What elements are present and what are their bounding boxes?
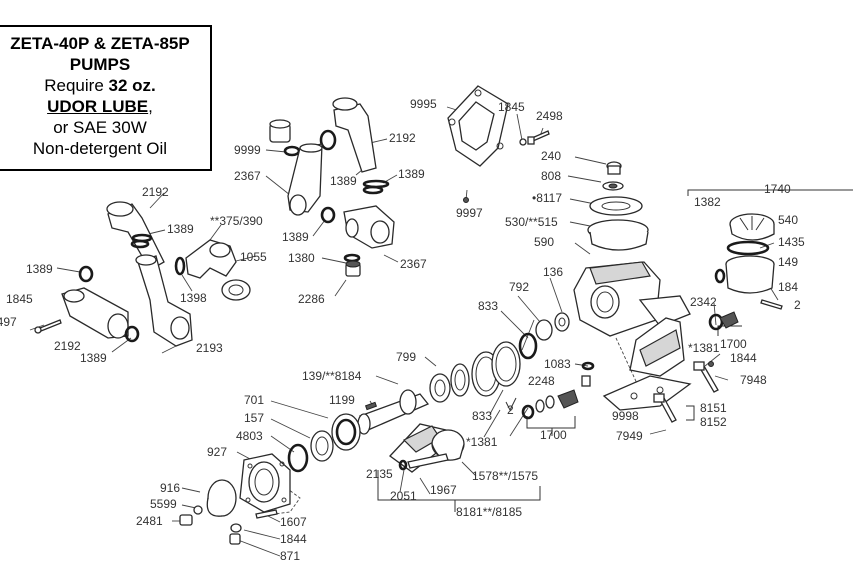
label-240: 240 — [541, 149, 561, 163]
label-2367: 2367 — [234, 169, 261, 183]
label-157: 157 — [244, 411, 264, 425]
left-manifold-parts — [34, 201, 251, 347]
label-8151: 8151 — [700, 401, 727, 415]
label-1844: 1844 — [730, 351, 757, 365]
label-1389: 1389 — [282, 230, 309, 244]
label-2: 2 — [507, 403, 514, 417]
label-1398: 1398 — [180, 291, 207, 305]
label-9999: 9999 — [234, 143, 261, 157]
label-2367: 2367 — [400, 257, 427, 271]
pressure-regulator-assembly — [714, 213, 783, 310]
note-require-text: Require — [44, 76, 109, 95]
label-2342: 2342 — [690, 295, 717, 309]
label-2498: 2498 — [536, 109, 563, 123]
label-9995: 9995 — [410, 97, 437, 111]
label-833: 833 — [478, 299, 498, 313]
label-2: 2 — [794, 298, 801, 312]
label-2286: 2286 — [298, 292, 325, 306]
label-2051: 2051 — [390, 489, 417, 503]
note-lube-line: UDOR LUBE, — [0, 96, 210, 117]
label-8152: 8152 — [700, 415, 727, 429]
label-2135: 2135 — [366, 467, 393, 481]
note-quantity: 32 oz. — [108, 76, 156, 95]
label-9997: 9997 — [456, 206, 483, 220]
label-184: 184 — [778, 280, 798, 294]
label-2192: 2192 — [389, 131, 416, 145]
lubrication-note-box: ZETA-40P & ZETA-85P PUMPS Require 32 oz.… — [0, 25, 212, 171]
label-2193: 2193 — [196, 341, 223, 355]
label-1845: 1845 — [6, 292, 33, 306]
label-139-8184: 139/**8184 — [302, 369, 362, 383]
triangle-cover-plate — [447, 85, 509, 167]
label-149: 149 — [778, 255, 798, 269]
label-1578-1575: 1578**/1575 — [472, 469, 538, 483]
label-1083: 1083 — [544, 357, 571, 371]
label-8117: •8117 — [532, 191, 562, 205]
label-1700: 1700 — [540, 428, 567, 442]
label-1055: 1055 — [240, 250, 267, 264]
note-require-line: Require 32 oz. — [0, 75, 210, 96]
label-5599: 5599 — [150, 497, 177, 511]
note-lube-name: UDOR LUBE — [47, 97, 149, 116]
label-1389: 1389 — [26, 262, 53, 276]
label-799: 799 — [396, 350, 416, 364]
label-1607: 1607 — [280, 515, 307, 529]
label-530-515: 530/**515 — [505, 215, 558, 229]
label-701: 701 — [244, 393, 264, 407]
label-7949: 7949 — [616, 429, 643, 443]
label-1382: 1382 — [694, 195, 721, 209]
part-number-labels: 9995 1845 2498 9999 2192 240 2367 1389 1… — [0, 97, 805, 563]
label-792: 792 — [509, 280, 529, 294]
pump-housing — [518, 161, 739, 423]
label-1381: *1381 — [466, 435, 498, 449]
crankshaft-assembly — [179, 341, 521, 545]
note-title-line: ZETA-40P & ZETA-85P — [10, 34, 190, 53]
label-1845: 1845 — [498, 100, 525, 114]
label-1740: 1740 — [764, 182, 791, 196]
label-1389: 1389 — [167, 222, 194, 236]
upper-manifold-parts — [269, 97, 395, 277]
label-540: 540 — [778, 213, 798, 227]
label-927: 927 — [207, 445, 227, 459]
label-1199: 1199 — [329, 393, 355, 407]
label-833: 833 — [472, 409, 492, 423]
note-pumps-line: PUMPS — [69, 55, 131, 74]
label-1381: *1381 — [688, 341, 720, 355]
label-136: 136 — [543, 265, 563, 279]
label-590: 590 — [534, 235, 554, 249]
label-7948: 7948 — [740, 373, 767, 387]
top-bolts — [463, 130, 550, 203]
label-9998: 9998 — [612, 409, 639, 423]
label-375-390: **375/390 — [210, 214, 263, 228]
label-1389: 1389 — [330, 174, 357, 188]
label-1435: 1435 — [778, 235, 805, 249]
label-1389: 1389 — [398, 167, 425, 181]
label-4803: 4803 — [236, 429, 263, 443]
note-oil-type-line: Non-detergent Oil — [32, 139, 168, 158]
label-1389: 1389 — [80, 351, 107, 365]
label-1844: 1844 — [280, 532, 307, 546]
label-2248: 2248 — [528, 374, 555, 388]
label-2481: 2481 — [136, 514, 163, 528]
label-1700: 1700 — [720, 337, 747, 351]
label-1380: 1380 — [288, 251, 315, 265]
label-871: 871 — [280, 549, 300, 563]
label-1967: 1967 — [430, 483, 457, 497]
note-oil-line: or SAE 30W — [53, 118, 147, 137]
note-lube-comma: , — [148, 97, 153, 116]
label-916: 916 — [160, 481, 180, 495]
label-2192: 2192 — [54, 339, 81, 353]
label-2192: 2192 — [142, 185, 169, 199]
label-808: 808 — [541, 169, 561, 183]
label-8181-8185: 8181**/8185 — [456, 505, 522, 519]
